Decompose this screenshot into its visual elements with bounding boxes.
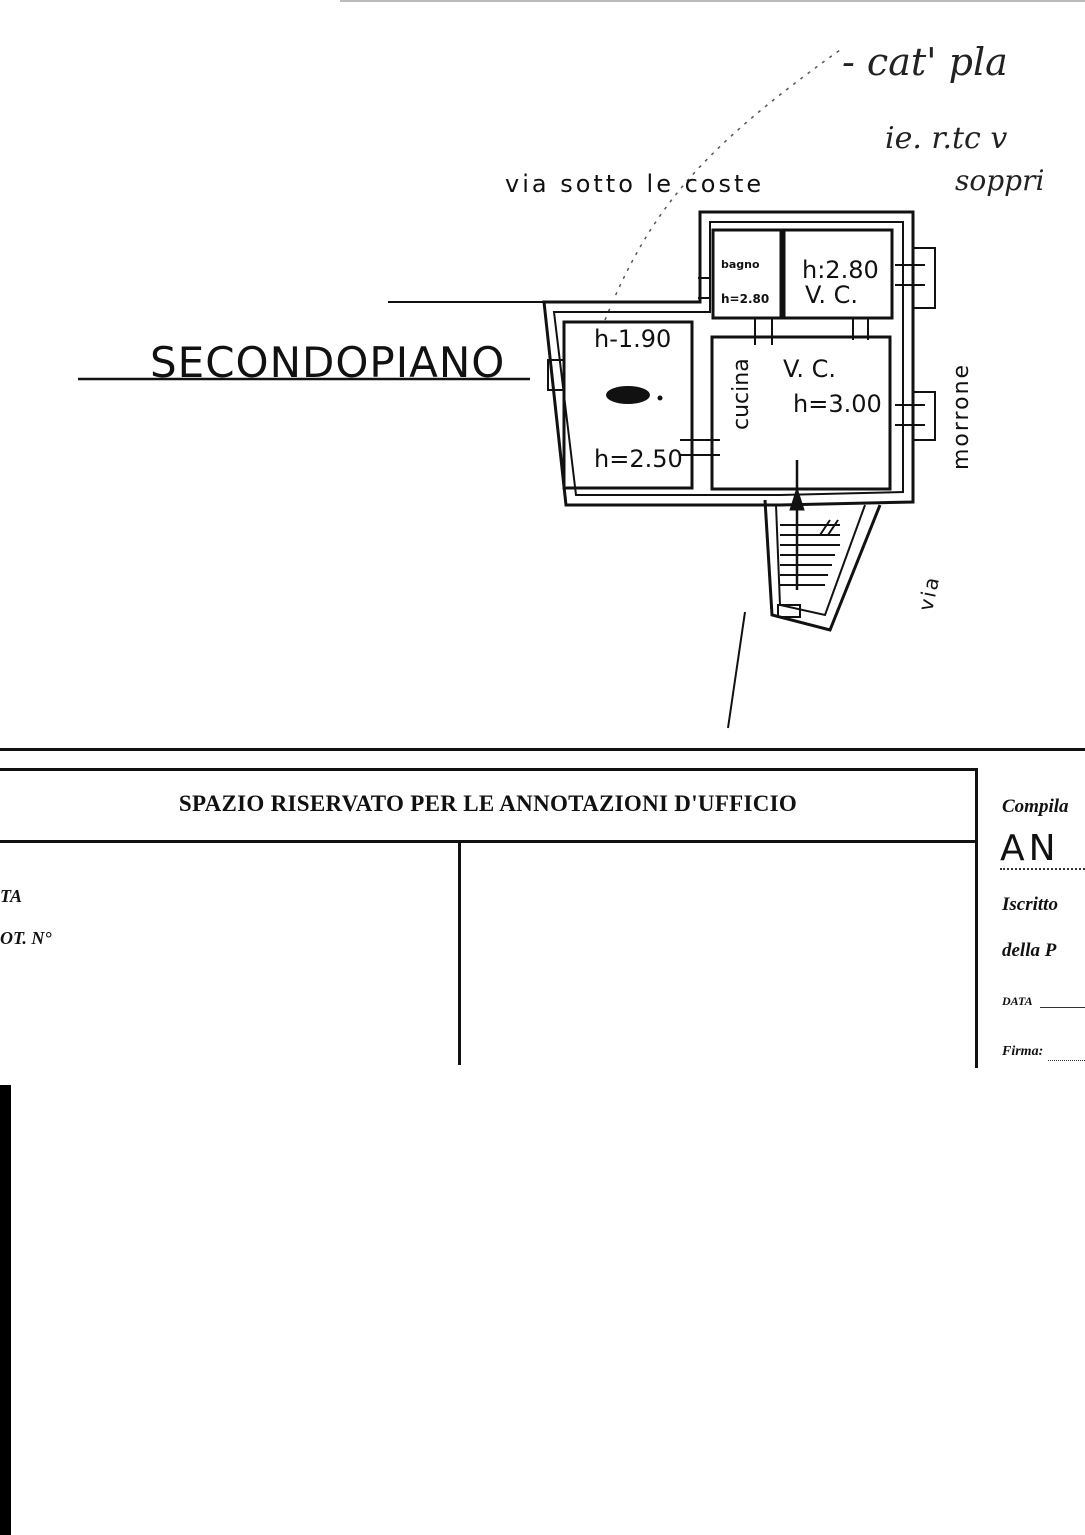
data-label: DATA (1002, 994, 1033, 1008)
wc-top-room (782, 228, 894, 320)
left-room (562, 320, 694, 490)
street-label-via: via (913, 573, 944, 613)
box-middle-divider (458, 843, 461, 1065)
divider-top (0, 748, 1085, 751)
wc-top-label: V. C. (805, 281, 858, 309)
redacted-mark (606, 386, 650, 404)
stairs (727, 460, 882, 729)
bathroom-height: h=2.80 (721, 292, 769, 306)
compiled-label: Compila (1002, 796, 1069, 817)
handwritten-line-3: soppri (955, 164, 1044, 197)
wc-top-height: h:2.80 (802, 256, 879, 284)
label-prot-partial: OT. N° (0, 928, 52, 948)
data-line (1040, 1007, 1085, 1008)
bathroom-label: bagno (721, 258, 760, 271)
label-data-partial: TA (0, 886, 23, 906)
left-room-bottom-height: h=2.50 (594, 445, 683, 473)
bathroom-room (711, 228, 783, 320)
office-header: SPAZIO RISERVATO PER LE ANNOTAZIONI D'UF… (0, 768, 976, 843)
handwritten-line-2: ie. r.tc v (885, 121, 1007, 156)
firma-label: Firma: (1002, 1044, 1044, 1059)
dot-mark (657, 395, 663, 401)
street-label-top: via sotto le coste (505, 170, 764, 198)
office-annotation-block: SPAZIO RISERVATO PER LE ANNOTAZIONI D'UF… (0, 748, 1085, 1068)
floor-title: SECONDOPIANO (150, 338, 505, 387)
name-fragment: AN (1000, 828, 1060, 869)
iscritto-label: Iscritto (1002, 894, 1058, 915)
name-underline (1000, 868, 1085, 870)
box-top-border (0, 768, 978, 771)
scan-edge-bar (0, 1085, 11, 1535)
annotation-curve (604, 49, 841, 321)
main-room-label: V. C. (783, 355, 836, 383)
window-marks (547, 247, 936, 456)
handwritten-line-1: - cat' pla (842, 40, 1008, 84)
firma-line (1048, 1060, 1085, 1061)
main-room-height: h=3.00 (793, 390, 882, 418)
kitchen-label: cucina (729, 358, 754, 430)
left-room-top-height: h-1.90 (594, 325, 671, 353)
della-label: della P (1002, 940, 1057, 961)
box-right-border (975, 768, 978, 1068)
street-label-right: morrone (949, 363, 974, 470)
floor-plan: SECONDOPIANO via sotto le coste morrone … (78, 0, 1085, 729)
main-room (710, 335, 892, 491)
